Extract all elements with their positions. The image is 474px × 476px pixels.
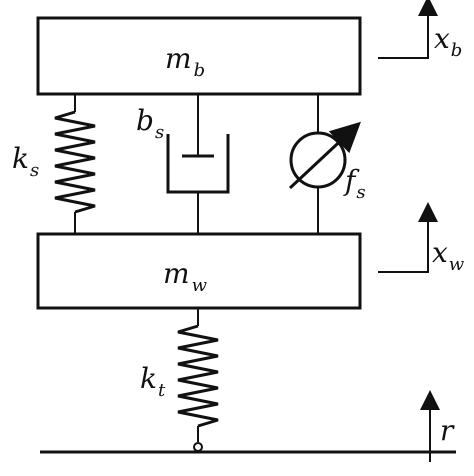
suspension-spring-label: ks [12,142,39,181]
unsprung-mass-block [36,232,362,310]
wheel-displacement-indicator [378,202,438,273]
damper-label: bs [136,104,164,143]
actuator-label: fs [343,164,366,203]
wheel-displacement-label: xw [432,236,465,275]
body-displacement-label: xb [434,22,462,61]
body-displacement-indicator [378,0,438,59]
actuator [288,94,361,234]
tire-spring [177,308,219,452]
tire-spring-label: kt [140,362,166,401]
road-input-label: r [440,414,455,447]
damper [166,94,230,234]
sprung-mass-block [36,16,362,96]
suspension-spring [54,94,96,234]
